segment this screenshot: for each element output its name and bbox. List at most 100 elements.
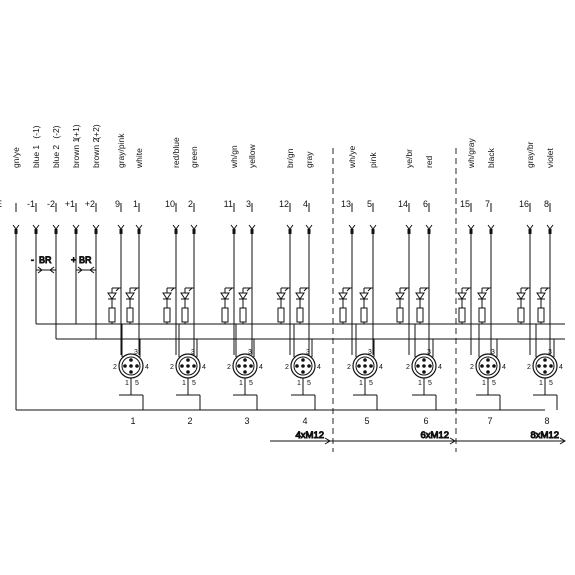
pin-icon [180,364,184,368]
led-icon [339,293,347,299]
bridge-1: BR- [31,255,56,273]
led-icon [416,293,424,299]
pin-number: 2 [285,364,289,371]
connector-inner-ring [415,357,433,375]
pin-icon [428,364,432,368]
wire-color-label: wh/ye [347,146,357,169]
pin-icon [129,358,133,362]
pin-icon [537,364,541,368]
terminal-pin-icon [288,229,292,234]
terminal-icon [370,225,376,229]
terminal-pin-icon [137,229,141,234]
wire-polarity-label: (+1) [71,124,81,140]
connector-number: 6 [423,416,428,426]
pin-number: 2 [470,364,474,371]
terminal-pin-icon [489,229,493,234]
pin-number: 1 [125,380,129,387]
terminal-icon [406,225,412,229]
terminal-icon [93,225,99,229]
signal-circuit-3 [163,234,176,355]
pin-number: 5 [428,380,432,387]
arrow-icon [560,438,565,444]
terminal-number: +1 [65,199,75,209]
terminal-pin-icon [371,229,375,234]
wire-color-label: blue 2 [51,145,61,168]
pin-number: 4 [559,364,563,371]
terminal-pin-icon [307,229,311,234]
pin-icon [135,364,139,368]
terminal-pin-icon [250,229,254,234]
terminal-icon [53,225,59,229]
wire-color-label: green [189,146,199,168]
pin-icon [363,364,367,368]
terminal-number: 8 [544,199,549,209]
pin-number: 3 [306,349,310,356]
wire-color-label: ye/br [404,149,414,168]
pin-icon [243,358,247,362]
pin-number: 3 [248,349,252,356]
bridge-sign: - [31,255,34,265]
group-label: 4xM12 [295,430,324,441]
terminal-number: PE [0,199,2,209]
pin-number: 3 [427,349,431,356]
pin-number: 5 [369,380,373,387]
signal-circuit-9 [339,234,352,355]
pin-number: 4 [379,364,383,371]
pin-number: 4 [438,364,442,371]
terminal-number: 7 [485,199,490,209]
arrow-icon [78,267,82,273]
arrow-icon [90,267,94,273]
wire-color-label: brown 1 [71,137,81,168]
terminal-3: blue 2(-2)-2 [47,125,61,234]
pin-number: 4 [317,364,321,371]
terminal-number: 3 [246,199,251,209]
wire-polarity-label: (+2) [91,124,101,140]
terminal-icon [249,225,255,229]
pin-icon [186,370,190,374]
connector-inner-ring [479,357,497,375]
pin-number: 3 [191,349,195,356]
terminal-icon [488,225,494,229]
terminal-number: 5 [367,199,372,209]
terminal-icon [136,225,142,229]
wire-color-label: wh/gray [466,137,476,169]
terminal-number: 15 [460,199,470,209]
pin-icon [486,364,490,368]
terminal-number: 13 [341,199,351,209]
signal-circuit-4 [181,234,194,355]
terminal-icon [547,225,553,229]
connector-inner-ring [536,357,554,375]
resistor-icon [164,308,170,322]
wire-color-label: gray/br [525,141,535,168]
signal-circuit-6 [239,234,252,355]
led-icon [360,293,368,299]
resistor-icon [278,308,284,322]
terminal-pin-icon [528,229,532,234]
led-icon [478,293,486,299]
bridge-2: BR+ [71,255,96,273]
pin-icon [486,358,490,362]
terminal-icon [287,225,293,229]
led-icon [458,293,466,299]
wire-polarity-label: (-2) [51,125,61,138]
terminal-19: black 7 [485,147,496,234]
wire-color-label: white [134,148,144,169]
wire-color-label: br/gn [285,148,295,168]
wire-color-label: gray [304,151,314,168]
pin-number: 2 [406,364,410,371]
signal-circuit-2 [126,234,139,355]
connector-number: 2 [187,416,192,426]
wire-color-label: black [486,147,496,168]
led-resistor-circuits [108,234,550,355]
pin-icon [422,364,426,368]
